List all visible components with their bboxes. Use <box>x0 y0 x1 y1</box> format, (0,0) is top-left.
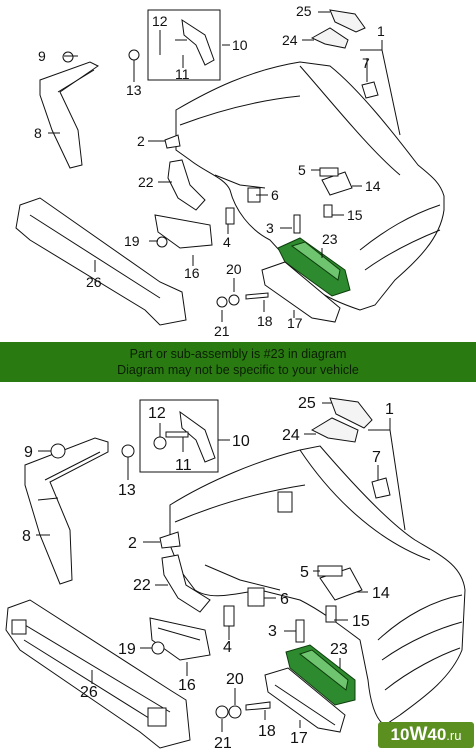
callout-top-19: 19 <box>124 233 140 249</box>
callout-13: 13 <box>118 482 136 499</box>
callout-22: 22 <box>133 577 151 594</box>
callout-top-17: 17 <box>287 315 303 331</box>
callout-top-8: 8 <box>34 125 42 141</box>
callout-top-2: 2 <box>137 133 145 149</box>
part-26-beam-large <box>5 599 191 749</box>
callout-top-7: 7 <box>362 55 370 71</box>
part-10-group-box-large <box>139 399 219 473</box>
callout-4: 4 <box>223 639 232 656</box>
part-25-shield-large <box>329 397 373 429</box>
bumper-cover-large <box>169 445 466 726</box>
callout-10: 10 <box>232 433 250 450</box>
callout-6: 6 <box>280 591 289 608</box>
callout-top-26: 26 <box>86 274 102 290</box>
callout-18: 18 <box>258 723 276 740</box>
callout-top-4: 4 <box>223 234 231 250</box>
callout-5: 5 <box>300 564 309 581</box>
callout-top-20: 20 <box>226 261 242 277</box>
callout-17: 17 <box>290 730 308 747</box>
callout-top-18: 18 <box>257 313 273 329</box>
callout-11: 11 <box>175 457 192 474</box>
callout-21: 21 <box>214 735 232 752</box>
callout-top-14: 14 <box>365 178 381 194</box>
part-16 <box>154 214 213 249</box>
callout-top-6: 6 <box>271 187 279 203</box>
bumper-cover <box>175 61 445 311</box>
watermark-part-3: 40 <box>427 725 447 744</box>
diagram-top: 1 2 3 4 5 6 7 8 9 10 11 12 13 14 15 16 1… <box>15 3 445 339</box>
part-17-large <box>264 667 346 733</box>
callout-2: 2 <box>128 535 137 552</box>
callout-24: 24 <box>282 427 300 444</box>
callout-top-13: 13 <box>126 82 142 98</box>
callout-top-21: 21 <box>214 323 230 339</box>
callout-14: 14 <box>372 585 390 602</box>
callout-25: 25 <box>298 395 316 412</box>
watermark-part-2: W <box>409 724 428 745</box>
callout-12: 12 <box>148 405 166 422</box>
callout-23: 23 <box>330 641 348 658</box>
part-10-group-box <box>147 9 221 81</box>
part-8-bracket <box>39 61 99 169</box>
callout-top-24: 24 <box>282 32 298 48</box>
callout-9: 9 <box>24 444 33 461</box>
callout-26: 26 <box>80 684 98 701</box>
callout-top-11: 11 <box>175 66 190 82</box>
watermark-part-4: .ru <box>446 728 462 743</box>
callout-15: 15 <box>352 613 370 630</box>
callout-8: 8 <box>22 528 31 545</box>
part-22-large <box>161 554 211 613</box>
callout-top-23: 23 <box>322 231 338 247</box>
part-17 <box>261 261 341 323</box>
callout-top-10: 10 <box>232 37 248 53</box>
callout-16: 16 <box>178 677 196 694</box>
callout-top-15: 15 <box>347 207 363 223</box>
watermark-part-1: 10 <box>390 725 410 744</box>
banner-line-2: Diagram may not be specific to your vehi… <box>117 363 359 377</box>
part-25-shield <box>329 9 366 33</box>
watermark-logo: 10W40.ru <box>378 722 474 748</box>
callout-top-5: 5 <box>298 162 306 178</box>
part-24-shield <box>310 27 349 49</box>
part-8-bracket-large <box>24 437 109 585</box>
callout-19: 19 <box>118 641 136 658</box>
part-24-shield-large <box>310 417 359 443</box>
callout-top-1: 1 <box>377 23 385 39</box>
callout-top-16: 16 <box>184 265 200 281</box>
callout-1: 1 <box>385 401 394 418</box>
callout-top-25: 25 <box>296 3 312 19</box>
part-22 <box>167 159 206 211</box>
highlight-info-banner: Part or sub-assembly is #23 in diagram D… <box>0 342 476 382</box>
callout-3: 3 <box>268 623 277 640</box>
callout-7: 7 <box>372 449 381 466</box>
part-16-large <box>149 617 211 661</box>
callout-top-3: 3 <box>266 220 274 236</box>
callout-20: 20 <box>226 671 244 688</box>
banner-line-1: Part or sub-assembly is #23 in diagram <box>129 347 347 361</box>
part-26-beam <box>15 197 187 326</box>
callout-top-9: 9 <box>38 48 46 64</box>
callout-top-22: 22 <box>138 174 154 190</box>
part-23-highlighted-large <box>285 644 356 706</box>
callout-top-12: 12 <box>152 13 168 29</box>
